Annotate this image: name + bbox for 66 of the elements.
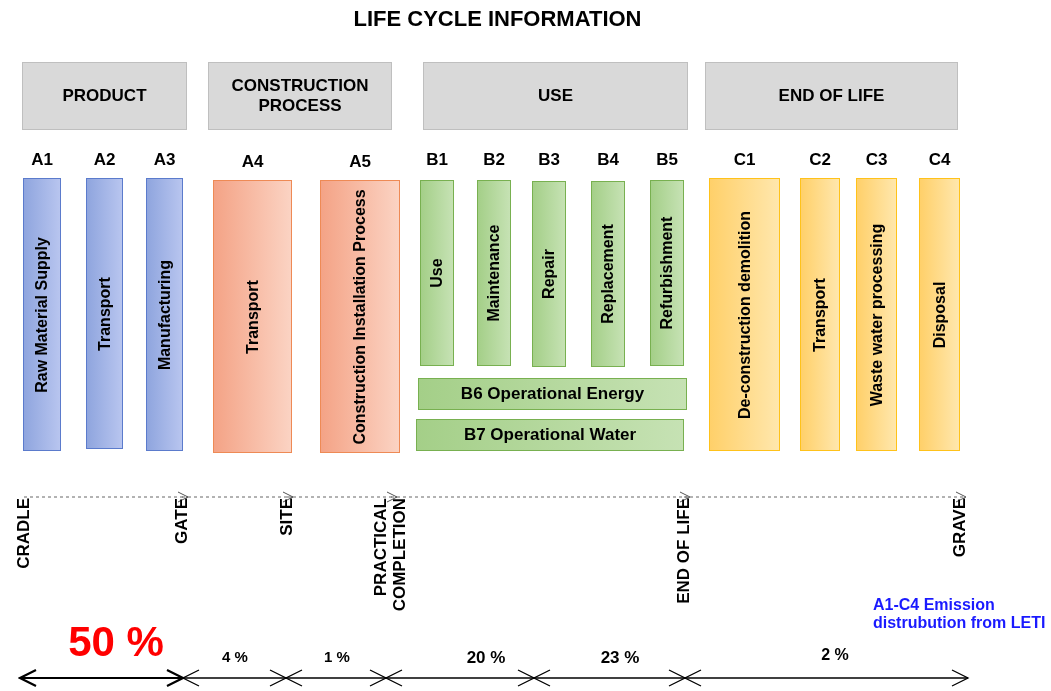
diagram-title: LIFE CYCLE INFORMATION (352, 6, 643, 32)
module-box (477, 180, 511, 366)
module-label: Manufacturing (155, 258, 174, 372)
module-label: Construction Installation Process (351, 188, 369, 445)
module-code: B5 (655, 150, 679, 170)
arrow (181, 491, 294, 503)
module-box (532, 181, 566, 367)
module-code: B2 (482, 150, 506, 170)
percentage-label: 1 % (323, 648, 351, 666)
module-box (919, 178, 960, 451)
module-box (856, 178, 897, 451)
module-label: Maintenance (485, 223, 503, 324)
module-label: Raw Material Supply (33, 235, 51, 395)
module-box (709, 178, 780, 451)
module-box (650, 180, 684, 366)
stage-header: END OF LIFE (705, 62, 958, 130)
milestone-label: GATE (172, 498, 192, 648)
module-bar: B6 Operational Energy (418, 378, 687, 410)
module-bar: B7 Operational Water (416, 419, 684, 451)
stage-header: PRODUCT (22, 62, 187, 130)
module-code: A2 (92, 150, 117, 170)
module-code: C3 (864, 150, 889, 170)
module-label: De-construction demolition (735, 209, 754, 421)
milestone-label: SITE (277, 498, 297, 648)
stage-header: CONSTRUCTION PROCESS (208, 62, 392, 130)
percentage-label: 20 % (465, 648, 507, 668)
arrow (23, 491, 189, 503)
module-code: A4 (240, 152, 265, 172)
percentage-label: 50 % (67, 618, 165, 667)
module-box (420, 180, 454, 366)
module-code: B4 (596, 150, 620, 170)
module-code: A5 (348, 152, 372, 172)
module-label: Repair (540, 248, 558, 301)
module-code: A1 (30, 150, 54, 170)
module-box (591, 181, 625, 367)
module-label: Replacement (599, 223, 617, 326)
milestone-label: CRADLE (14, 498, 34, 648)
module-label: Waste water processing (867, 222, 886, 408)
stage-header: USE (423, 62, 688, 130)
module-label: Transport (95, 275, 114, 353)
module-label: Use (428, 257, 446, 290)
module-code: C2 (808, 150, 832, 170)
arrow (683, 491, 967, 503)
module-box (320, 180, 400, 453)
module-label: Refurbishment (658, 215, 676, 332)
module-box (23, 178, 61, 451)
note-text: A1-C4 Emission distrubution from LETI (873, 596, 1047, 633)
module-box (800, 178, 840, 451)
module-label: Transport (811, 276, 829, 354)
module-label: Transport (243, 278, 262, 356)
arrow (286, 491, 398, 503)
arrow (390, 491, 691, 503)
milestone-label: PRACTICAL COMPLETION (372, 498, 410, 648)
module-code: B1 (425, 150, 449, 170)
module-box (86, 178, 123, 449)
module-label: Disposal (930, 280, 949, 350)
module-box (213, 180, 292, 453)
module-code: B3 (537, 150, 561, 170)
percentage-label: 4 % (221, 648, 249, 666)
module-code: C1 (732, 150, 757, 170)
percentage-label: 2 % (820, 646, 850, 665)
percentage-label: 23 % (599, 648, 641, 668)
module-code: C4 (927, 150, 952, 170)
module-code: A3 (152, 150, 177, 170)
milestone-label: END OF LIFE (674, 498, 694, 648)
module-box (146, 178, 183, 451)
